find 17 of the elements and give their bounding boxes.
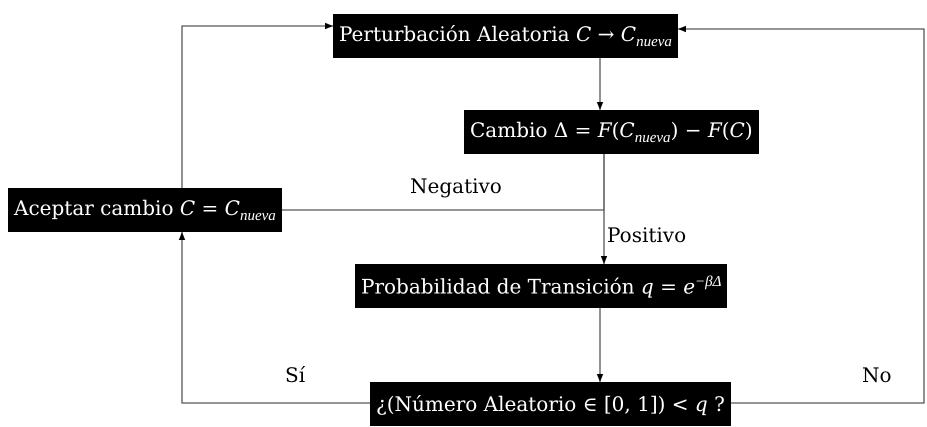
box-text: Aceptar cambio C = C$_{nueva}$ [14, 196, 276, 224]
arrow [181, 22, 333, 188]
arrow [600, 154, 608, 264]
arrow [678, 26, 925, 404]
box-text: ¿(Número Aleatorio ∈ [0, 1]) < q ? [376, 392, 725, 416]
arrow [596, 58, 604, 110]
process-box [355, 264, 728, 308]
edge-label: Negativo [410, 175, 502, 197]
process-box [8, 188, 282, 232]
arrow [596, 308, 604, 382]
process-box [370, 382, 731, 426]
arrow [178, 232, 370, 404]
process-box [333, 14, 678, 58]
process-box [464, 110, 759, 154]
box-text: Probabilidad de Transición q = e$^{−βΔ}$ [361, 274, 722, 298]
box-text: Cambio Δ = F(C$_{nueva}$) − F(C) [470, 118, 753, 146]
box-text: Perturbación Aleatoria C → C$_{nueva}$ [339, 22, 672, 50]
